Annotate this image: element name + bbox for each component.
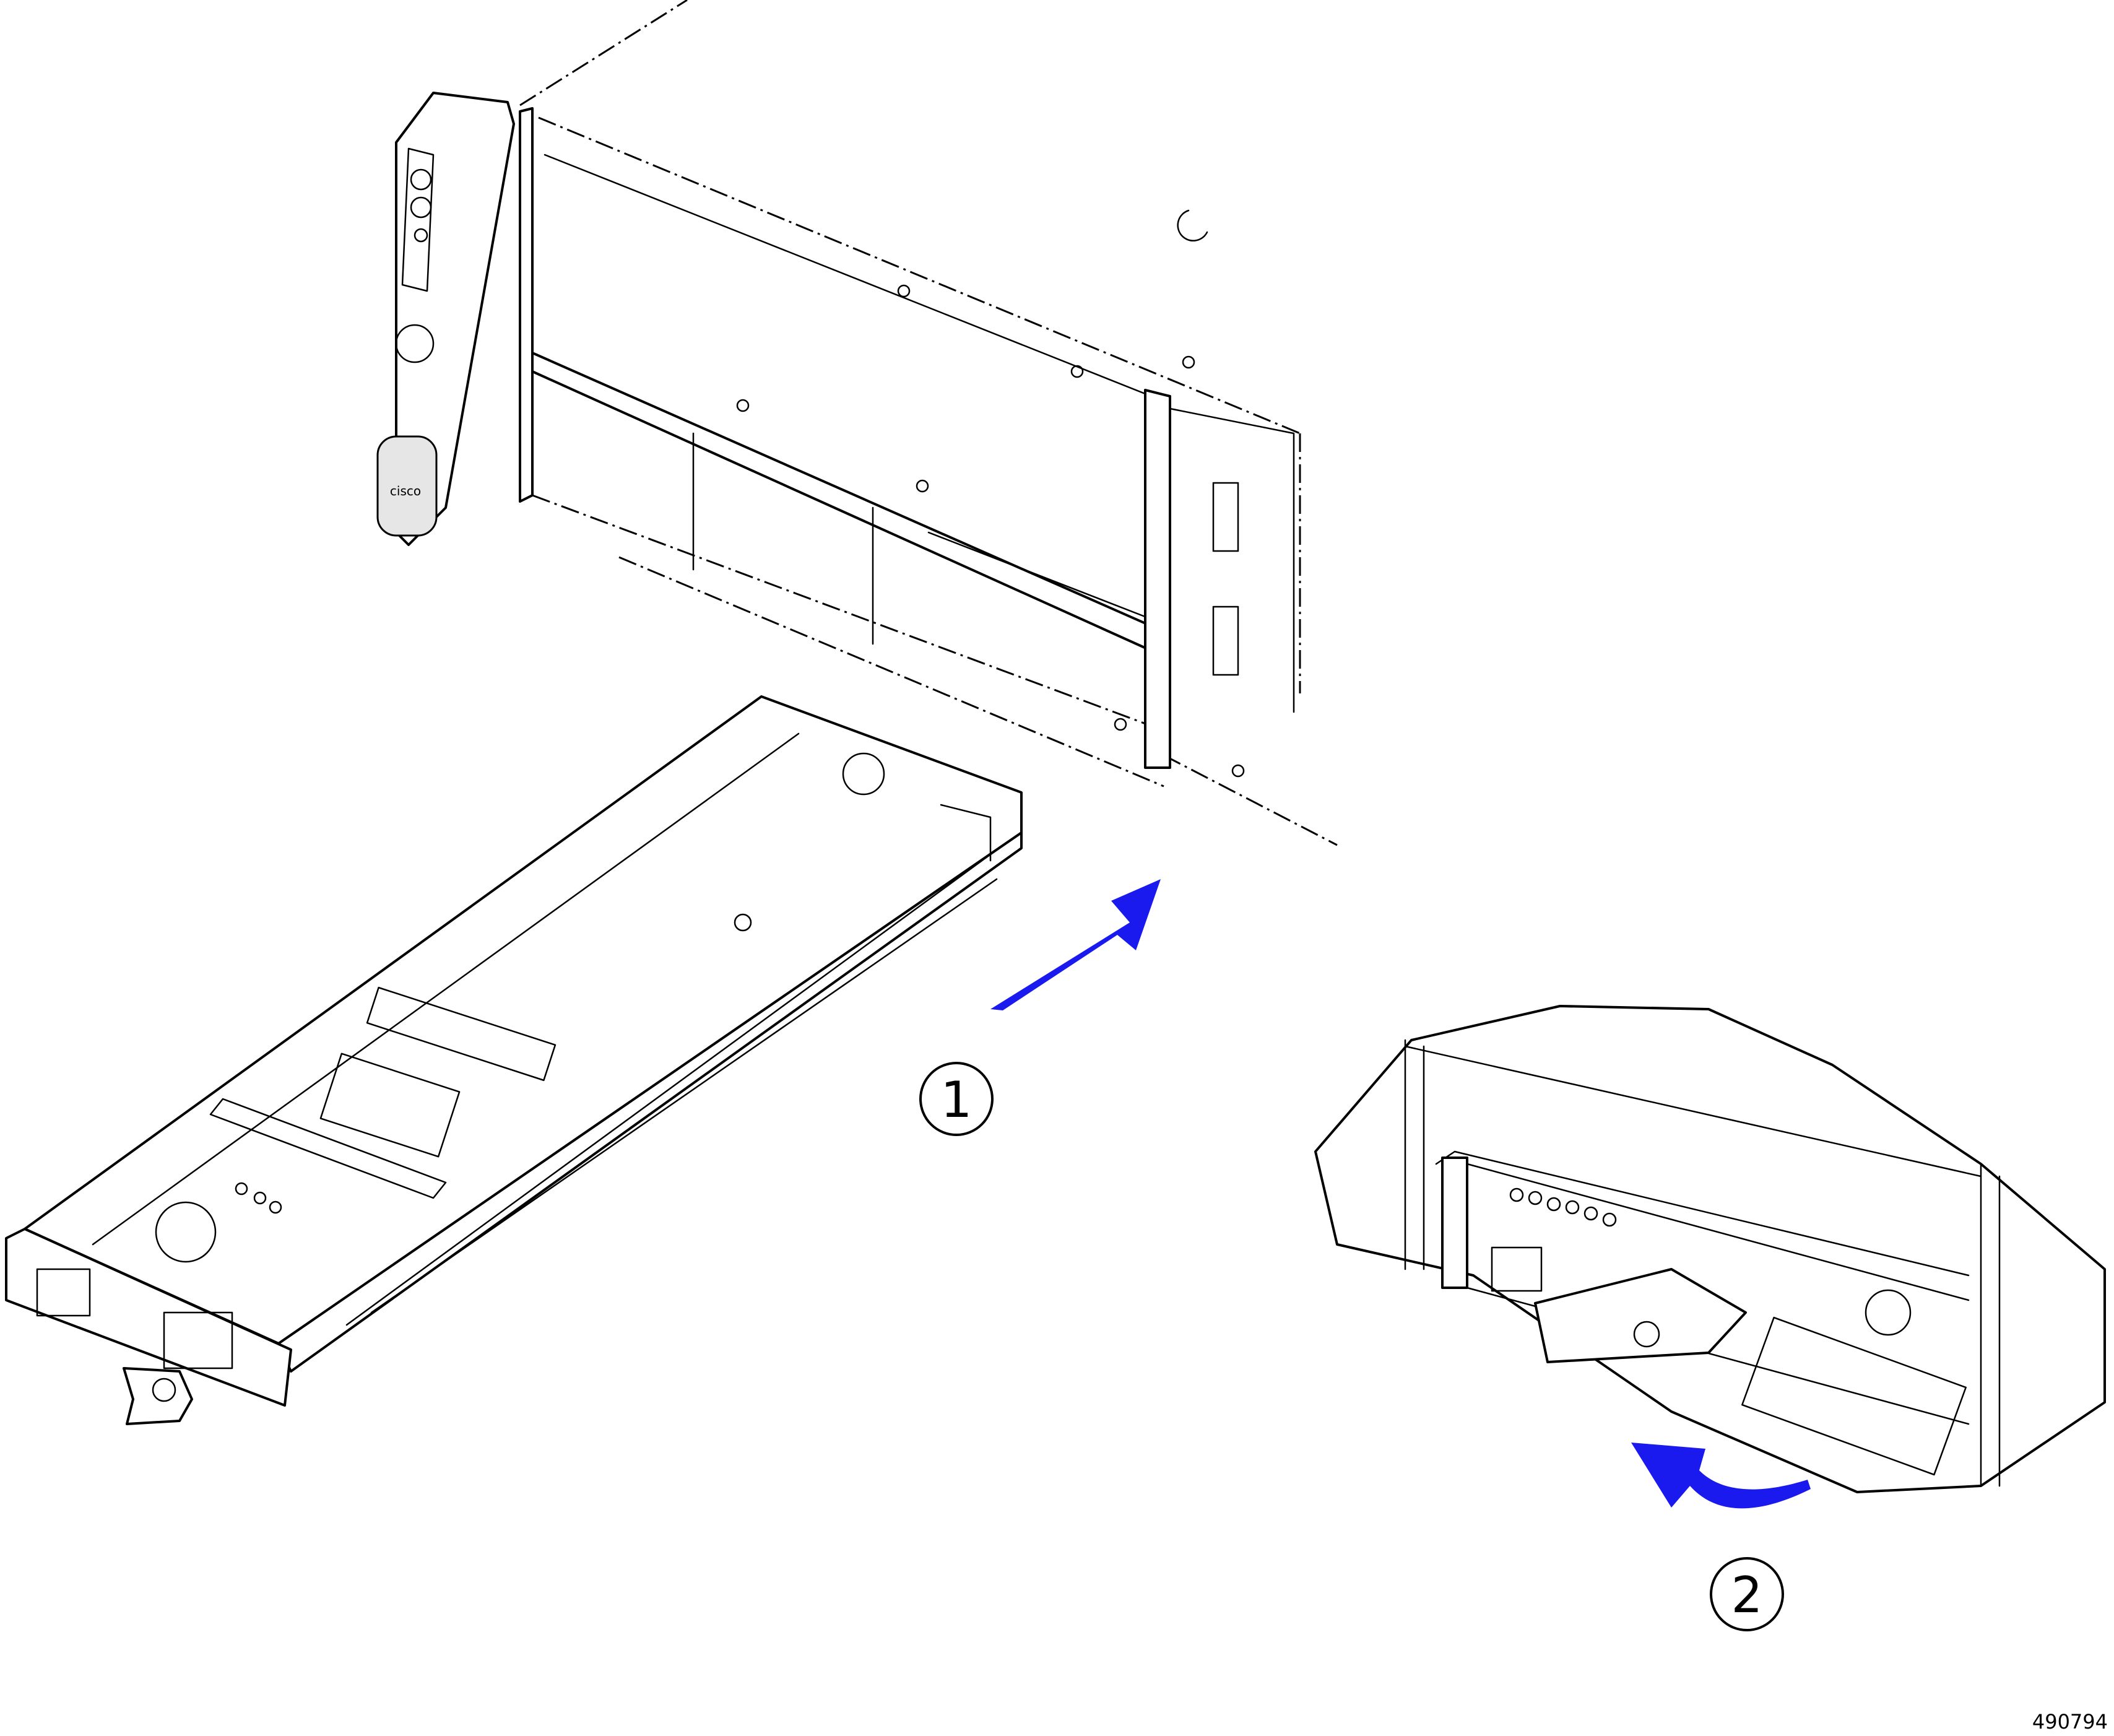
cisco-badge	[376, 435, 438, 537]
module-port	[163, 1311, 233, 1369]
front-control-panel: cisco	[376, 92, 515, 546]
rj45-port-icon	[36, 1268, 91, 1317]
status-led-icon	[410, 196, 432, 219]
module-being-inserted	[5, 695, 1023, 1425]
cisco-logo-text: cisco	[390, 484, 421, 498]
callout-number-2: 2	[1731, 1566, 1763, 1624]
callout-number-1: 1	[941, 1071, 973, 1129]
server-chassis: cisco	[376, 0, 1338, 846]
lever-pivot-icon	[152, 1378, 176, 1402]
indicator-led-icon	[414, 228, 428, 243]
nfc-emblem-icon	[395, 324, 435, 363]
vent-grille-rear-icon	[842, 752, 885, 796]
arrow-curved-icon	[1631, 1443, 1811, 1509]
figure-id: 490794	[2032, 1710, 2108, 1734]
ejector-lever	[123, 1367, 193, 1425]
vent-grille-front-icon	[155, 1201, 217, 1263]
inset-ejector-lever	[1534, 1268, 1747, 1363]
callout-step-1: 1	[919, 1062, 994, 1136]
callout-step-2: 2	[1710, 1557, 1784, 1631]
detail-inset	[1314, 1005, 2106, 1493]
arrow-straight-icon	[990, 879, 1161, 1010]
inset-lever-pivot-icon	[1633, 1321, 1660, 1348]
power-button-icon	[410, 168, 432, 191]
